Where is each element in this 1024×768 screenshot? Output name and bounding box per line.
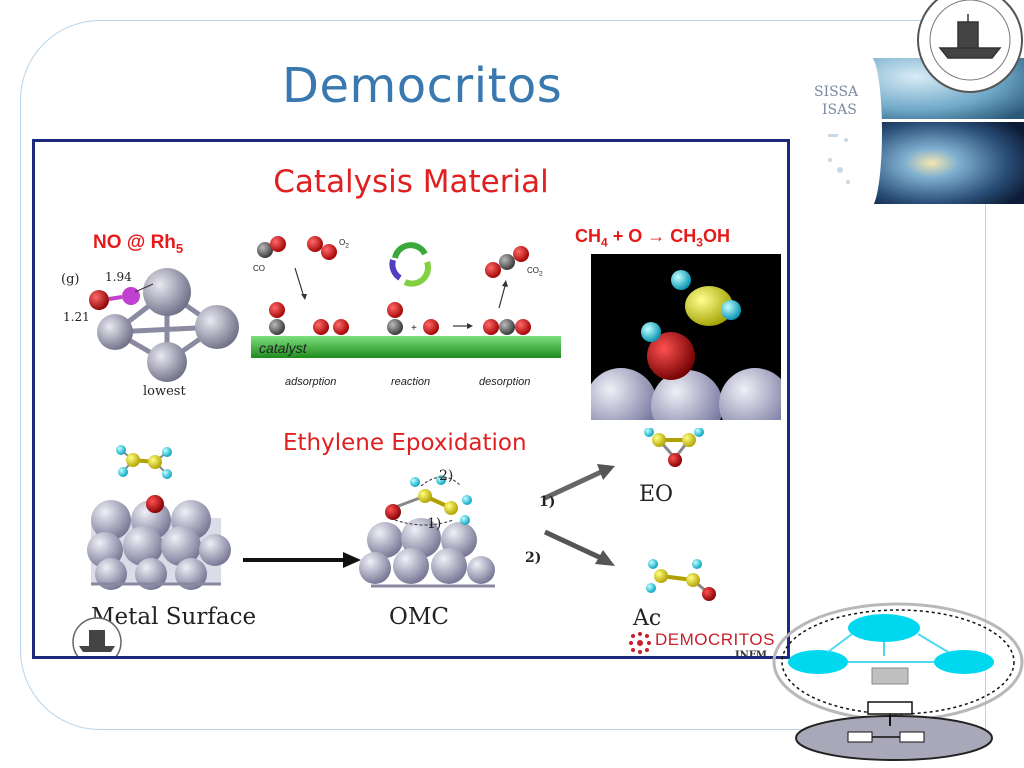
distance-1: 1.94	[105, 270, 132, 284]
slide-frame	[20, 20, 986, 730]
omc-step-2-label: 2)	[439, 468, 454, 484]
democritos-logo-icon	[629, 632, 651, 654]
step-desorption: desorption	[479, 376, 531, 388]
ethylene-molecule	[116, 445, 172, 479]
methanol-equation: CH4 + O → CH3OH	[575, 226, 730, 250]
methanol-image	[591, 254, 781, 420]
epoxidation-title: Ethylene Epoxidation	[283, 430, 527, 456]
step-reaction: reaction	[391, 376, 431, 388]
isas-text: ISAS	[822, 102, 857, 118]
catalyst-bar	[251, 336, 561, 358]
rh-caption: lowest	[143, 384, 186, 399]
catalysis-panel: Catalysis Material NO @ Rh5 (g)	[32, 139, 790, 659]
ship-icon	[938, 14, 1002, 59]
path-1-label: 1)	[539, 494, 556, 510]
infm-text: INFM	[735, 650, 767, 659]
server-box	[871, 667, 909, 685]
gateway-box	[867, 701, 913, 715]
reaction-scheme: catalyst +	[251, 236, 561, 358]
ac-label: Ac	[633, 606, 662, 631]
step-adsorption: adsorption	[285, 376, 337, 388]
omc-label: OMC	[389, 604, 450, 630]
sissa-image-bottom	[870, 122, 1024, 204]
cloud-right	[934, 650, 994, 674]
distance-2: 1.21	[63, 310, 90, 324]
omc-slab	[359, 475, 495, 588]
democritos-logo-text: DEMOCRITOS	[655, 630, 775, 649]
rh-cluster-image	[89, 268, 239, 382]
omc-step-1-label: 1)	[427, 516, 442, 532]
eo-label: EO	[639, 482, 674, 507]
small-seal-icon	[72, 617, 122, 656]
sissa-text: SISSA	[814, 84, 859, 100]
sissa-logo-cluster: SISSA ISAS	[800, 0, 1024, 210]
gas-label: (g)	[61, 272, 80, 287]
slide-title: Democritos	[282, 58, 563, 114]
grid-network-diagram	[772, 602, 1024, 761]
catalyst-label: catalyst	[259, 340, 308, 356]
co2-label: CO2	[527, 266, 543, 278]
epoxidation-diagram	[87, 428, 716, 601]
co-label: CO	[253, 264, 265, 273]
cycle-icon	[389, 242, 432, 287]
ac-molecule	[646, 559, 716, 601]
metal-surface-slab	[87, 495, 231, 590]
cloud-top	[848, 614, 920, 642]
panel-title: Catalysis Material	[273, 164, 549, 200]
path-2-label: 2)	[525, 550, 542, 566]
plus-sign: +	[411, 323, 417, 334]
o2-label: O2	[339, 238, 349, 250]
cloud-left	[788, 650, 848, 674]
no-rh5-label: NO @ Rh5	[93, 232, 184, 256]
metal-surface-label: Metal Surface	[91, 604, 257, 630]
cloud-bottom	[795, 715, 993, 761]
eo-molecule	[644, 428, 704, 467]
